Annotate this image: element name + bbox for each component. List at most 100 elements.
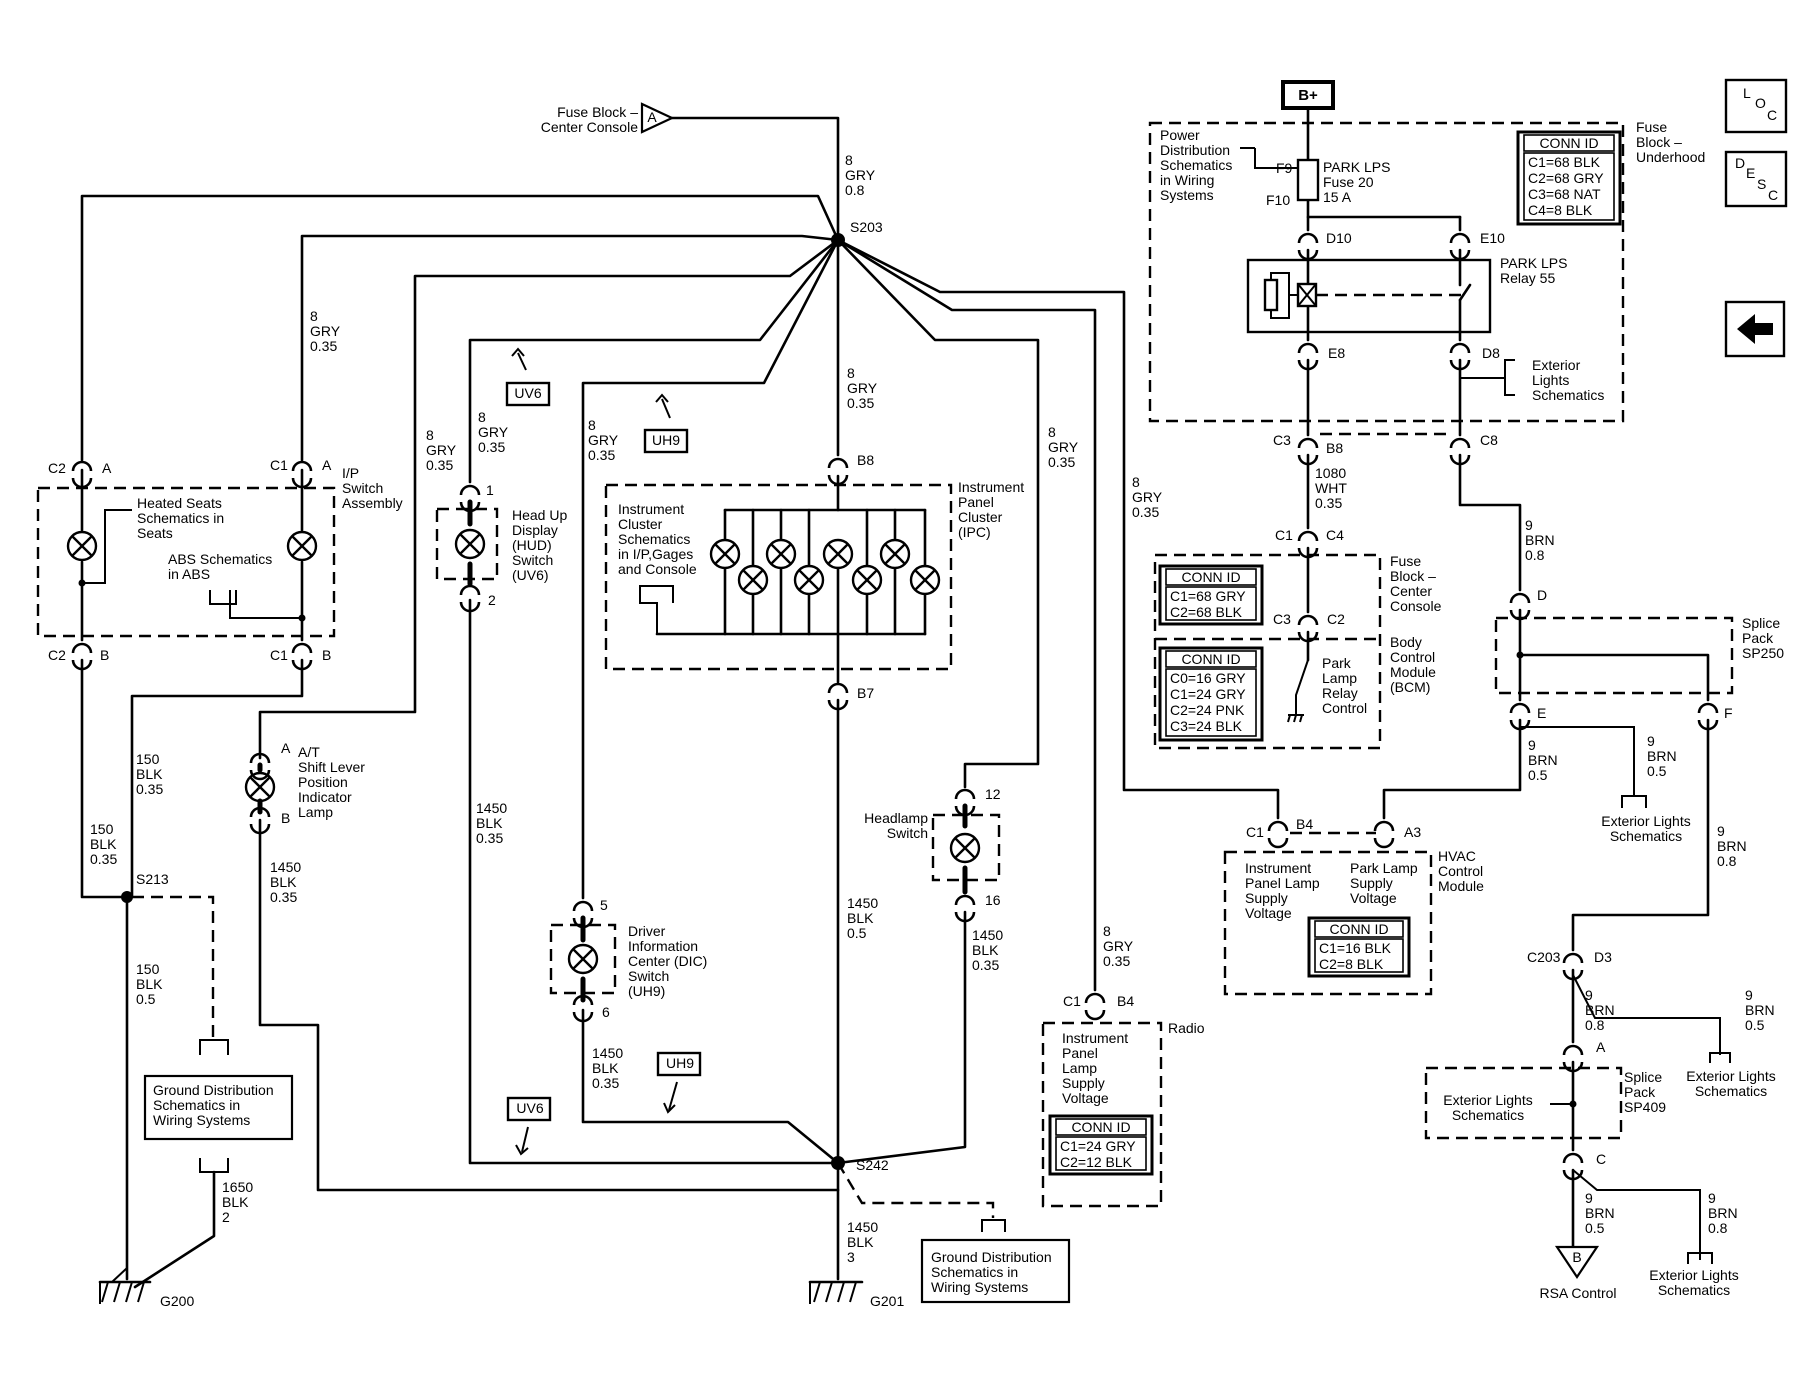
e8-label: E8 [1328,345,1345,361]
headlamp-switch-lamp-icon [949,803,981,895]
park-lps-relay-line: PARK LPS [1500,255,1567,271]
wire-8-gry-0.35-hs-line: 0.35 [1048,454,1075,470]
ipc-lamp-icon [765,508,797,636]
desc-letter: C [1768,187,1778,203]
connector-terminal-icon [954,805,976,817]
heated-seats-schematics-line: Seats [137,525,173,541]
wire-8-gry-0.35-dic-line: 0.35 [588,447,615,463]
loc-letter: C [1767,107,1777,123]
park-lamp-relay-control-line: Park [1322,655,1352,671]
connector-terminal-icon [249,823,271,835]
e8-label-line: E8 [1328,345,1345,361]
power-dist-schematics-line: Schematics [1160,157,1232,173]
c1-c4-c4-line: C4 [1326,527,1344,543]
c2-b-label-line: C2 [48,647,66,663]
loc-button[interactable]: L O C [1724,78,1788,134]
b8-underhood-label: B8 [1326,440,1343,456]
at-shift-lever-line: Indicator [298,789,352,805]
exterior-lights-schematics-5-line: Schematics [1658,1282,1730,1298]
park-lps-fuse-line: 15 A [1323,189,1352,205]
wire-8-gry-0.35-radio-a-line: 8 [1132,474,1140,490]
wire-1450-blk-0.35-a-line: 0.35 [476,830,503,846]
exterior-lights-schematics-1-line: Schematics [1532,387,1604,403]
headlamp-switch-line: Switch [887,825,928,841]
wire-1450-blk-0.35-a-line: 1450 [476,800,507,816]
c1-c4-c1: C1 [1275,527,1293,543]
c2-a-pin-line: A [102,460,112,476]
hvac-ip-lamp-supply-line: Instrument [1245,860,1311,876]
abs-schematics-line: ABS Schematics [168,551,272,567]
wire-150-blk-0.35-a-line: 150 [136,751,160,767]
hvac-ip-lamp-supply-line: Voltage [1245,905,1292,921]
instrument-cluster-schematics-line: Cluster [618,516,663,532]
splice-pack-sp250-line: Pack [1742,630,1774,646]
ipc-lamp-icon [709,508,741,636]
b-plus-box [1281,80,1335,110]
park-lps-fuse-line: Fuse 20 [1323,174,1374,190]
instrument-cluster-schematics-line: Instrument [618,501,684,517]
conn-id-row: C3=68 NAT [1528,186,1601,202]
wire-8-gry-0.35-ipc-line: 0.35 [847,395,874,411]
wire-9-brn-0.8-a-line: 0.8 [1525,547,1545,563]
connector-terminal-icon [1297,437,1319,449]
dic-lamp-icon [567,915,599,1003]
connector-terminal-icon [249,769,271,781]
uv6-bottom-ref-line: UV6 [516,1100,543,1116]
left-arrow-icon [1737,314,1773,344]
desc-letter: E [1746,165,1755,181]
connector-terminal-icon [1562,1152,1584,1164]
connector-terminal-icon [1449,232,1471,244]
c1-c4-c1-line: C1 [1275,527,1293,543]
park-lamp-relay-control-line: Control [1322,700,1367,716]
d10-label: D10 [1326,230,1352,246]
exterior-lights-schematics-4-line: Schematics [1452,1107,1524,1123]
wire-1450-blk-0.5-line: 1450 [847,895,878,911]
connector-terminal-icon [1084,1009,1106,1021]
fuse-block-underhood-line: Block – [1636,134,1682,150]
dic-switch-line: Information [628,938,698,954]
wire-9-brn-0.5-a-line: BRN [1528,752,1558,768]
d-label: D [1537,587,1547,603]
heated-seats-schematics-line: Schematics in [137,510,224,526]
back-arrow-button[interactable] [1724,300,1786,358]
wire-8-gry-0.35-radio-b-line: 8 [1103,923,1111,939]
hud-switch-line: Display [512,522,558,538]
conn-id-row: C3=24 BLK [1170,718,1243,734]
c3-c2-c3-line: C3 [1273,611,1291,627]
desc-button[interactable]: D E S C [1724,150,1788,208]
headlamp-switch-line: Headlamp [864,810,928,826]
connector-terminal-icon [459,501,481,513]
ref-b-label: B [1572,1249,1581,1265]
connector-terminal-icon [291,477,313,489]
power-dist-schematics-line: Distribution [1160,142,1230,158]
at-pin-a-line: A [281,740,291,756]
ipc-lamps [709,508,941,636]
hvac-a3-label-line: A3 [1404,824,1421,840]
at-shift-lever-line: Lamp [298,804,333,820]
ground-dist-left-line: Ground Distribution [153,1082,274,1098]
c1-b-pin-line: B [322,647,331,663]
f10-label: F10 [1266,192,1290,208]
wire-8-gry-0.35-hud-line: 0.35 [478,439,505,455]
hvac-control-module-line: Module [1438,878,1484,894]
wire-9-brn-0.8-c-line: BRN [1585,1002,1615,1018]
hvac-ip-lamp-supply-line: Supply [1245,890,1288,906]
ip-switch-assembly-line: Assembly [342,495,403,511]
